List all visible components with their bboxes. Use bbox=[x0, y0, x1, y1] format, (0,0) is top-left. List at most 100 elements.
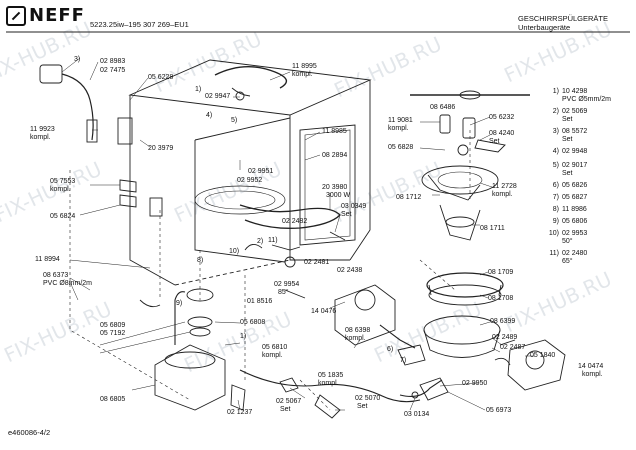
sump-nozzle bbox=[397, 344, 426, 366]
part-label: 05 1835 bbox=[318, 372, 344, 379]
part-label: 05 6232 bbox=[489, 114, 515, 121]
legend-row: 11)02 2480 bbox=[549, 250, 588, 257]
part-label: 5) bbox=[231, 117, 238, 124]
inlet-hose bbox=[61, 73, 94, 141]
part-label: 05 6809 bbox=[100, 322, 126, 329]
part-label: 2) bbox=[257, 238, 264, 245]
fine-filter-disc bbox=[421, 165, 499, 195]
part-label: 02 9947 bbox=[205, 93, 231, 100]
part-label: 02 9951 bbox=[248, 168, 274, 175]
part-label: 05 7192 bbox=[100, 330, 126, 337]
neff-logo-icon bbox=[6, 6, 26, 26]
grommet bbox=[284, 256, 296, 268]
part-label: 05 6228 bbox=[148, 74, 174, 81]
hose-clip-b bbox=[244, 244, 263, 251]
leader-lines bbox=[61, 57, 535, 411]
part-label: 3000 W bbox=[326, 192, 351, 199]
door-seal-frame bbox=[299, 124, 356, 246]
part-label: 08 1709 bbox=[488, 269, 514, 276]
part-label: kompl. bbox=[345, 335, 366, 342]
bracket-c bbox=[284, 289, 306, 299]
part-label: 14 0474 bbox=[578, 363, 604, 370]
part-label: PVC Ø8mm/2m bbox=[43, 280, 93, 287]
tub-inner-wall bbox=[194, 140, 286, 263]
inlet-valve bbox=[39, 64, 63, 84]
drain-pump-rotor bbox=[525, 350, 545, 370]
drain-pump bbox=[507, 339, 566, 391]
part-label: 01 8516 bbox=[247, 298, 273, 305]
part-label: 05 6973 bbox=[486, 407, 512, 414]
model-number: 5223.25iw–195 307 269–EU1 bbox=[90, 20, 189, 29]
drain-pump-seal bbox=[494, 357, 511, 366]
part-label: 03 0349 bbox=[341, 203, 367, 210]
tub-top-edge bbox=[128, 59, 372, 116]
return-hose bbox=[399, 379, 443, 397]
tub-left-edge bbox=[129, 95, 176, 286]
part-label: 08 6486 bbox=[430, 104, 456, 111]
circulation-pump bbox=[334, 284, 396, 346]
seal-ring-b bbox=[189, 327, 211, 337]
part-label: 14 0476 bbox=[311, 308, 337, 315]
part-label: Set bbox=[280, 406, 291, 413]
drain-clip bbox=[139, 299, 161, 308]
part-label: 08 6373 bbox=[43, 272, 69, 279]
bracket-a bbox=[119, 179, 137, 193]
part-label: 02 5070 bbox=[355, 395, 381, 402]
spray-nozzle-a bbox=[439, 114, 451, 134]
legend-row: 9)05 6806 bbox=[552, 218, 588, 225]
part-label: Set bbox=[489, 138, 500, 145]
part-label: 11 2728 bbox=[492, 183, 517, 190]
coarse-filter-sides bbox=[428, 284, 502, 296]
sump-bowl bbox=[423, 315, 501, 345]
tub-floor-ring bbox=[194, 185, 286, 215]
legend-row: 4)02 9948 bbox=[552, 148, 588, 155]
pump-top bbox=[164, 351, 216, 369]
doc-subtitle: Unterbaugeräte bbox=[518, 23, 571, 32]
part-label: 11 9923 bbox=[30, 126, 55, 133]
part-label: 08 1712 bbox=[396, 194, 422, 201]
legend-row: 6)05 6826 bbox=[552, 182, 588, 189]
filter-segment bbox=[427, 174, 481, 201]
bracket-b bbox=[119, 194, 137, 208]
part-label: 20 3979 bbox=[148, 145, 174, 152]
part-label: 11 9081 bbox=[388, 117, 413, 124]
part-label: 02 8983 bbox=[100, 58, 126, 65]
part-label: 02 9952 bbox=[237, 177, 263, 184]
valve-body bbox=[279, 377, 299, 393]
part-label: kompl. bbox=[30, 134, 51, 141]
part-label: kompl. bbox=[292, 71, 313, 78]
door-seal-inner bbox=[304, 129, 351, 241]
part-label: Set bbox=[357, 403, 368, 410]
spray-arm-hub bbox=[235, 91, 245, 101]
tub-bottom-dashed bbox=[174, 259, 291, 286]
part-label: 08 1708 bbox=[488, 295, 514, 302]
part-label: 05 6828 bbox=[388, 144, 414, 151]
seal-ring-a bbox=[187, 316, 213, 328]
tub-right-edge bbox=[349, 80, 371, 261]
micro-filter-base bbox=[445, 216, 475, 228]
doc-title: GESCHIRRSPÜLGERÄTE bbox=[518, 14, 609, 23]
nozzle-clip bbox=[474, 139, 506, 153]
pump-impeller bbox=[354, 289, 376, 311]
part-label: 02 9954 bbox=[274, 281, 300, 288]
part-label: 02 2481 bbox=[304, 259, 330, 266]
pump-hose bbox=[174, 291, 186, 345]
part-label: 02 7475 bbox=[100, 67, 126, 74]
part-label: 08 2894 bbox=[322, 152, 348, 159]
part-label: 05 7553 bbox=[50, 178, 76, 185]
sump-bowl-body bbox=[423, 329, 501, 358]
guide-lines bbox=[69, 130, 471, 411]
part-label: 85° bbox=[278, 289, 289, 296]
legend-row: 10)02 9953 bbox=[548, 230, 588, 237]
part-label: kompl. bbox=[262, 352, 283, 359]
part-label: 11 8985 bbox=[322, 128, 347, 135]
legend-row: 3)08 5572 bbox=[552, 128, 588, 135]
spray-nozzle-b bbox=[462, 117, 476, 139]
filter-disc bbox=[186, 288, 214, 302]
tub-floor-inner bbox=[204, 190, 276, 210]
part-label: 08 6398 bbox=[345, 327, 371, 334]
part-label: 02 2487 bbox=[500, 344, 526, 351]
legend-row-note: 50° bbox=[562, 238, 573, 245]
tub-front-edge bbox=[289, 115, 350, 261]
